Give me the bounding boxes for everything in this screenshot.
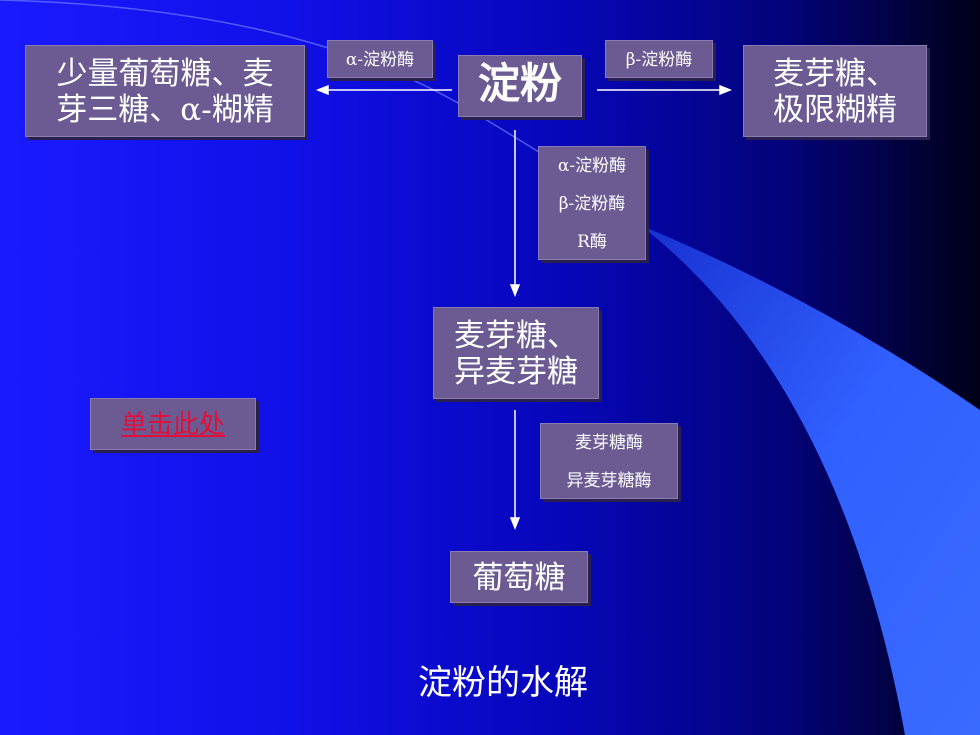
click-here-label[interactable]: 单击此处 <box>120 410 225 440</box>
left-product-node: 少量葡萄糖、麦 芽三糖、α-糊精 <box>25 45 305 137</box>
starch-node: 淀粉 <box>458 55 582 117</box>
left-enzyme-label: α-淀粉酶 <box>345 50 415 70</box>
arrowhead-left <box>315 84 329 96</box>
right-product-node: 麦芽糖、 极限糊精 <box>743 45 927 137</box>
starch-label: 淀粉 <box>477 59 562 108</box>
left-product-line-1: 少量葡萄糖、麦 <box>56 56 274 92</box>
down-enzymes-node: α-淀粉酶 β-淀粉酶 R酶 <box>538 146 646 260</box>
lower-enzyme-1: 麦芽糖酶 <box>575 433 643 453</box>
final-product-label: 葡萄糖 <box>472 560 566 596</box>
middle-product-line-2: 异麦芽糖 <box>454 354 578 390</box>
arrowhead-down-2 <box>509 517 521 531</box>
click-here-link[interactable]: 单击此处 <box>90 398 256 450</box>
down-enzyme-2: β-淀粉酶 <box>558 194 626 214</box>
swoosh-shape <box>640 225 980 735</box>
middle-product-line-1: 麦芽糖、 <box>454 318 578 354</box>
right-product-line-2: 极限糊精 <box>773 92 897 128</box>
arrowhead-down-1 <box>509 284 521 298</box>
slide-title: 淀粉的水解 <box>418 663 588 703</box>
down-enzyme-1: α-淀粉酶 <box>557 156 627 176</box>
right-product-line-1: 麦芽糖、 <box>773 56 897 92</box>
left-product-line-2: 芽三糖、α-糊精 <box>56 92 274 128</box>
middle-product-node: 麦芽糖、 异麦芽糖 <box>433 307 599 399</box>
lower-enzymes-node: 麦芽糖酶 异麦芽糖酶 <box>540 423 678 499</box>
right-enzyme-node: β-淀粉酶 <box>605 40 713 78</box>
right-enzyme-label: β-淀粉酶 <box>625 50 693 70</box>
left-enzyme-node: α-淀粉酶 <box>327 40 433 78</box>
lower-enzyme-2: 异麦芽糖酶 <box>566 471 652 491</box>
down-enzyme-3: R酶 <box>577 232 607 252</box>
final-product-node: 葡萄糖 <box>450 551 588 603</box>
arrowhead-right <box>719 84 733 96</box>
